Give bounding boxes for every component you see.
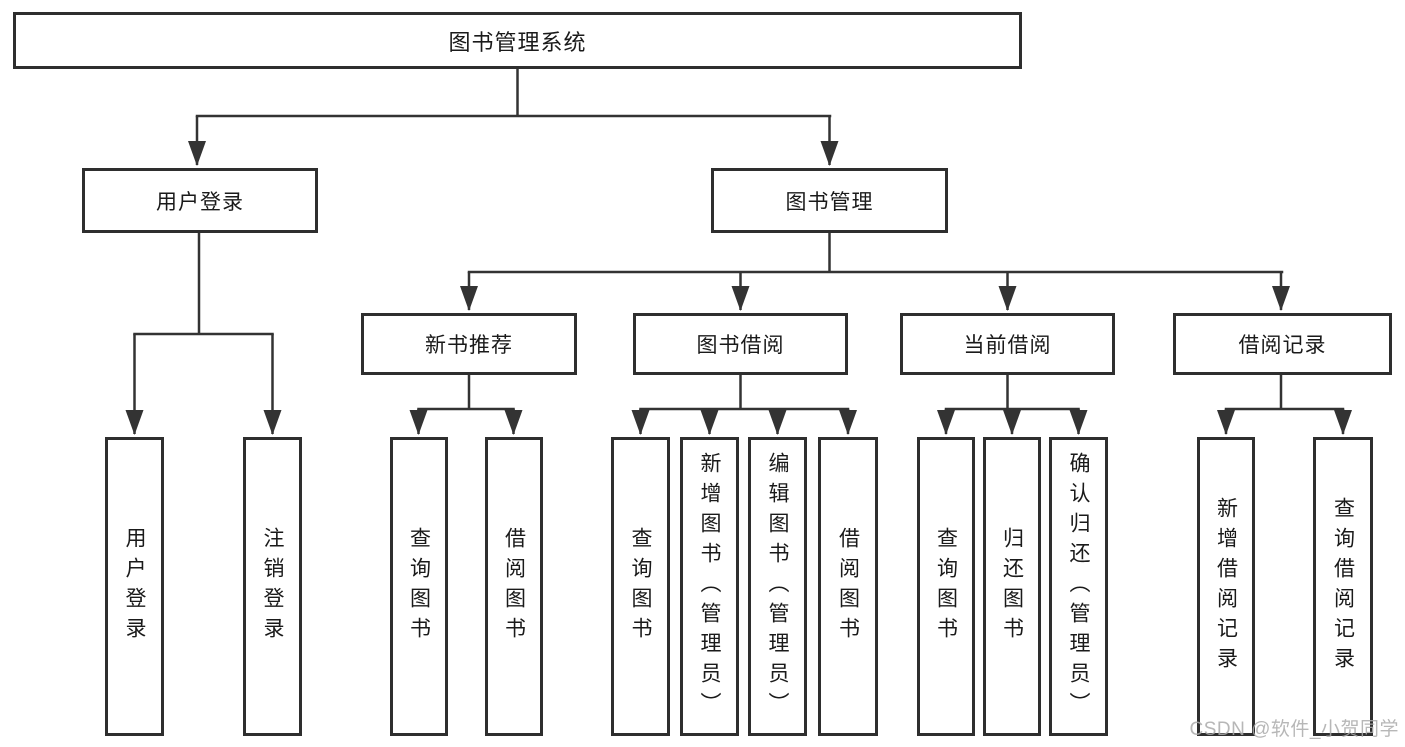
leaf-label: 查询借阅记录: [1331, 496, 1355, 677]
node-label: 图书管理系统: [448, 29, 587, 55]
leaf-label: 借阅图书: [502, 526, 526, 647]
leaf-label: 归还图书: [1000, 526, 1024, 647]
leaf-label: 查询图书: [407, 526, 431, 647]
leaf-label: 确认归还（管理员）: [1067, 451, 1090, 722]
leaf-user-login: 用户登录: [105, 437, 164, 736]
node-borrowing-records: 借阅记录: [1173, 313, 1392, 375]
leaf-return-books: 归还图书: [983, 437, 1041, 736]
node-label: 新书推荐: [425, 334, 513, 357]
leaf-logout: 注销登录: [243, 437, 302, 736]
node-label: 用户登录: [156, 190, 244, 214]
leaf-label: 新增图书（管理员）: [698, 451, 721, 722]
node-current-borrowing: 当前借阅: [900, 313, 1115, 375]
node-user-login: 用户登录: [82, 168, 318, 233]
leaf-label: 用户登录: [123, 526, 146, 647]
leaf-query-books-borrowing: 查询图书: [611, 437, 670, 736]
leaf-edit-books-admin: 编辑图书（管理员）: [748, 437, 807, 736]
leaf-add-borrow-record: 新增借阅记录: [1197, 437, 1255, 736]
leaf-label: 编辑图书（管理员）: [766, 451, 789, 722]
leaf-add-books-admin: 新增图书（管理员）: [680, 437, 739, 736]
leaf-label: 查询图书: [934, 526, 958, 647]
node-label: 图书借阅: [696, 334, 785, 357]
node-book-borrowing: 图书借阅: [633, 313, 848, 375]
leaf-borrow-books-borrowing: 借阅图书: [818, 437, 878, 736]
node-new-book-recommend: 新书推荐: [361, 313, 577, 375]
leaf-query-borrow-record: 查询借阅记录: [1313, 437, 1373, 736]
node-label: 图书管理: [785, 190, 874, 214]
node-label: 借阅记录: [1238, 334, 1327, 357]
leaf-confirm-return-admin: 确认归还（管理员）: [1049, 437, 1108, 736]
node-library-management-system: 图书管理系统: [13, 12, 1022, 69]
leaf-label: 新增借阅记录: [1214, 496, 1238, 677]
leaf-query-books-current: 查询图书: [917, 437, 975, 736]
leaf-query-books-recommend: 查询图书: [390, 437, 448, 736]
node-book-management: 图书管理: [711, 168, 948, 233]
node-label: 当前借阅: [963, 334, 1052, 357]
csdn-watermark: CSDN @软件_小贺同学: [1189, 719, 1399, 740]
leaf-borrow-books-recommend: 借阅图书: [485, 437, 543, 736]
leaf-label: 借阅图书: [836, 526, 860, 647]
leaf-label: 注销登录: [261, 526, 284, 647]
leaf-label: 查询图书: [629, 526, 652, 647]
